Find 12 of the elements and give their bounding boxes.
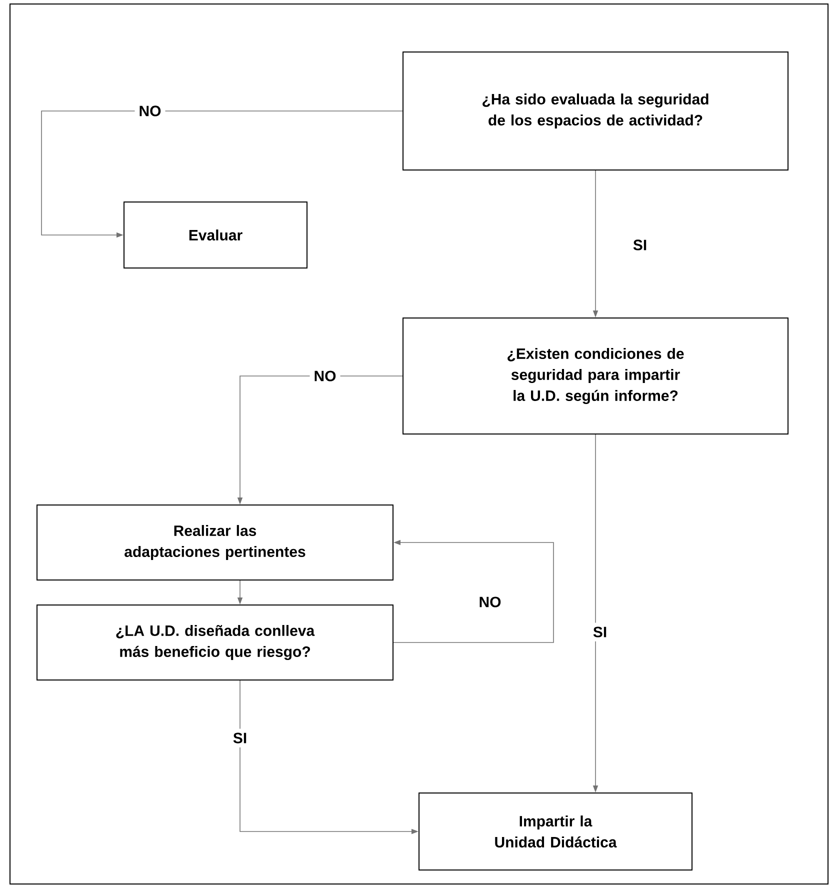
process-box: Evaluar (124, 202, 308, 268)
process-box: ¿Existen condiciones de seguridad para impartir la U.D. según informe? (402, 318, 789, 434)
process-box: Impartir la Unidad Didáctica (418, 792, 692, 870)
edge-label: NO (474, 592, 506, 612)
edge-label: SI (588, 622, 612, 642)
process-box: ¿Ha sido evaluada la seguridad de los espacios de actividad? (402, 52, 789, 170)
edge-label: NO (310, 366, 340, 386)
edge-label: SI (628, 236, 652, 254)
edge-label: SI (228, 728, 252, 748)
process-box: ¿LA U.D. diseñada conlleva más beneficio que riesgo? (36, 604, 394, 680)
process-box: Realizar las adaptaciones pertinentes (36, 504, 394, 580)
edge-label: NO (134, 102, 166, 120)
